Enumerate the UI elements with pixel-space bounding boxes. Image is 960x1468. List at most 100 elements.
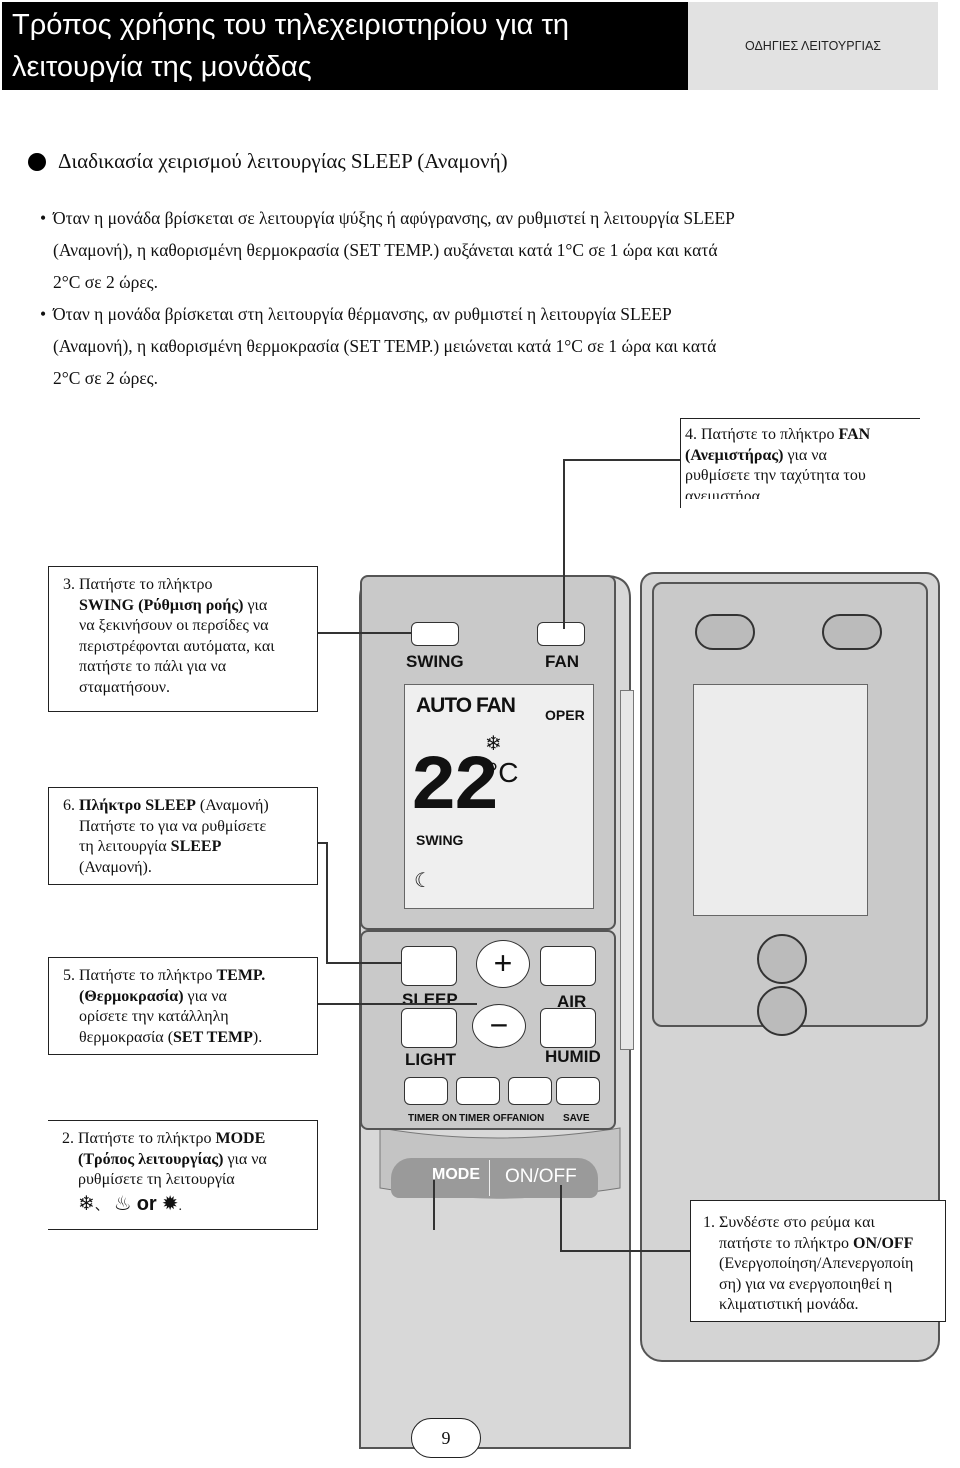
cover-screw-bottom-icon [757, 986, 807, 1036]
on-off-button[interactable]: ON/OFF [505, 1166, 577, 1187]
callout-6-l3: τη λειτουργία [79, 838, 171, 855]
callout-5-num: 5. [63, 967, 75, 984]
callout-6-l4: (Αναμονή). [79, 858, 152, 876]
callout-3-l5: πατήστε το πάλι για να [79, 658, 227, 675]
callout-2-t1: Πατήστε το πλήκτρο [78, 1130, 216, 1147]
callout-3-num: 3. [63, 576, 75, 593]
callout-1-l4: ση) για να ενεργοποιηθεί η [719, 1275, 893, 1293]
page-title: Τρόπος χρήσης του τηλεχειριστηρίου για τ… [2, 2, 688, 90]
callout-1-num: 1. [703, 1214, 715, 1231]
callout-6-b1: Πλήκτρο SLEEP [79, 797, 196, 814]
callout-2-t2: για να [223, 1150, 267, 1168]
leader-3-h [317, 632, 412, 634]
para2-line2: (Αναμονή), η καθορισμένη θερμοκρασία (SE… [53, 336, 717, 356]
callout-4: 4. Πατήστε το πλήκτρο FAN (Ανεμιστήρας) … [680, 418, 920, 508]
callout-2-end: . [178, 1198, 182, 1214]
callout-5-l4b: ). [252, 1028, 263, 1046]
leader-6-v [326, 842, 328, 962]
humid-button[interactable] [540, 1008, 596, 1048]
leader-6-h [317, 842, 327, 844]
callout-4-t1: Πατήστε το πλήκτρο [701, 426, 839, 443]
callout-1-l3: (Ενεργοποίηση/Απενεργοποίη [719, 1255, 914, 1272]
callout-2-num: 2. [62, 1130, 74, 1147]
lcd-display [404, 684, 594, 909]
lcd-oper: OPER [545, 707, 585, 723]
lcd-temperature: 22 [410, 744, 500, 832]
callout-2: 2. Πατήστε το πλήκτρο MODE (Τρόπος λειτο… [48, 1120, 318, 1230]
leader-1-v [560, 1185, 562, 1250]
fan-button[interactable] [537, 622, 585, 646]
light-label: LIGHT [405, 1050, 456, 1069]
callout-4-t2: για να [783, 446, 827, 464]
heat-mode-icon: ✹ [161, 1192, 179, 1215]
save-button[interactable] [556, 1077, 600, 1105]
paragraph-heating: •Όταν η μονάδα βρίσκεται στη λειτουργία … [40, 304, 717, 388]
para1-line1: Όταν η μονάδα βρίσκεται σε λειτουργία ψύ… [53, 208, 735, 228]
leader-4-v [563, 459, 565, 629]
callout-3-b1: SWING (Ρύθμιση ροής) [79, 596, 244, 614]
callout-4-l4: ανεμιστήρα. [685, 487, 765, 499]
callout-3-l3: να ξεκινήσουν οι περσίδες να [79, 617, 269, 634]
battery-slot-right-icon [822, 614, 882, 650]
air-label: AIR [557, 992, 587, 1011]
callout-1: 1. Συνδέστε στο ρεύμα και πατήστε το πλή… [690, 1200, 946, 1322]
bullet-icon [28, 153, 46, 171]
callout-3-l6: σταματήσουν. [79, 678, 170, 696]
para2-line1: Όταν η μονάδα βρίσκεται στη λειτουργία θ… [53, 304, 672, 324]
callout-4-b2: (Ανεμιστήρας) [685, 446, 784, 464]
callout-2-b1: MODE [215, 1130, 266, 1147]
battery-slot-left-icon [695, 614, 755, 650]
para1-line2: (Αναμονή), η καθορισμένη θερμοκρασία (SE… [53, 240, 718, 260]
cover-hinge [620, 690, 634, 1050]
sleep-button[interactable] [401, 946, 457, 986]
section-title: Διαδικασία χειρισμού λειτουργίας SLEEP (… [58, 149, 508, 173]
temp-down-button[interactable]: − [472, 1004, 526, 1048]
dry-mode-icon: ♨ [113, 1192, 132, 1215]
callout-5-b2: (Θερμοκρασία) [79, 987, 184, 1005]
timer-off-label: TIMER OFF [459, 1113, 513, 1124]
timer-off-button[interactable] [456, 1077, 500, 1105]
callout-1-t1: Συνδέστε στο ρεύμα και [719, 1214, 875, 1231]
snowflake-icon: ❄ [485, 733, 502, 755]
callout-5-l3: ορίσετε την κατάλληλη [79, 1008, 229, 1025]
callout-1-l5: κλιματιστική μονάδα. [719, 1296, 859, 1313]
cool-mode-icon: ❄ [78, 1192, 95, 1215]
callout-5-l4: θερμοκρασία ( [79, 1028, 174, 1046]
sleep-moon-icon: ☾ [414, 870, 432, 892]
page-title-line1: Τρόπος χρήσης του τηλεχειριστηρίου για τ… [12, 9, 570, 41]
anion-button[interactable] [508, 1077, 552, 1105]
air-button[interactable] [540, 946, 596, 986]
para1-line3: 2°C σε 2 ώρες. [53, 272, 158, 292]
callout-1-b1: ON/OFF [853, 1234, 914, 1252]
timer-on-button[interactable] [404, 1077, 448, 1105]
callout-3: 3. Πατήστε το πλήκτρο SWING (Ρύθμιση ροή… [48, 566, 318, 712]
callout-5-b3: SET TEMP [173, 1028, 253, 1046]
strip-divider [489, 1160, 490, 1196]
swing-button[interactable] [411, 622, 459, 646]
leader-2-v [433, 1180, 435, 1230]
callout-6-t1: (Αναμονή) [195, 797, 269, 814]
lcd-auto-fan: AUTO FAN [416, 694, 516, 717]
callout-2-l3: ρυθμίσετε τη λειτουργία [78, 1171, 235, 1188]
callout-6-l2: Πατήστε το για να ρυθμίσετε [79, 817, 267, 835]
temp-up-button[interactable]: + [476, 940, 530, 988]
mode-onoff-strip [391, 1158, 598, 1198]
leader-1-h [560, 1250, 690, 1252]
anion-label: ANION [512, 1113, 545, 1124]
callout-5: 5. Πατήστε το πλήκτρο TEMP. (Θερμοκρασία… [48, 957, 318, 1055]
light-button[interactable] [401, 1008, 457, 1048]
callout-5-t1: Πατήστε το πλήκτρο [79, 967, 217, 984]
page-number: 9 [411, 1418, 481, 1458]
mode-button[interactable]: MODE [432, 1166, 480, 1183]
callout-6-b2: SLEEP [170, 838, 222, 855]
save-label: SAVE [563, 1113, 590, 1124]
section-tag: ΟΔΗΓΙΕΣ ΛΕΙΤΟΥΡΓΙΑΣ [688, 2, 938, 90]
callout-3-l4: περιστρέφονται αυτόματα, και [79, 637, 275, 655]
swing-label: SWING [406, 652, 464, 671]
sleep-label: SLEEP [402, 990, 458, 1009]
para2-line3: 2°C σε 2 ώρες. [53, 368, 158, 388]
timer-on-label: TIMER ON [408, 1113, 457, 1124]
callout-4-num: 4. [685, 426, 697, 443]
cover-window [693, 684, 868, 916]
callout-1-l2: πατήστε το πλήκτρο [719, 1234, 853, 1252]
